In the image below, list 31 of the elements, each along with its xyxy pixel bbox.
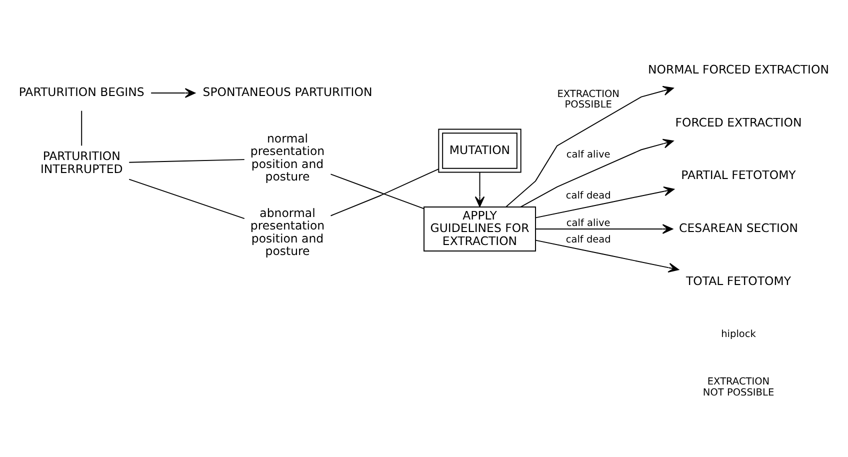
- arrow: [150, 88, 196, 98]
- node-text: normal presentation position and posture: [250, 131, 325, 184]
- connector: [128, 158, 245, 162]
- edge-label: calf dead: [566, 234, 611, 246]
- edge-label: calf alive: [566, 218, 610, 229]
- arrow: [535, 186, 674, 218]
- arrow: [474, 171, 485, 207]
- node-text: TOTAL FETOTOMY: [686, 273, 792, 288]
- arrow: [535, 239, 679, 272]
- node-text: SPONTANEOUS PARTURITION: [202, 84, 372, 99]
- label: EXTRACTION NOT POSSIBLE: [702, 376, 774, 398]
- label: hiplock: [721, 328, 756, 340]
- connector: [330, 168, 440, 216]
- node-text: PARTURITION INTERRUPTED: [40, 148, 123, 176]
- arrow: [506, 85, 674, 207]
- edge-label: EXTRACTION POSSIBLE: [557, 88, 620, 110]
- node-text: NORMAL FORCED EXTRACTION: [648, 62, 830, 76]
- node-text: CESAREAN SECTION: [679, 220, 798, 235]
- edge-label: calf alive: [566, 149, 610, 160]
- node-box: MUTATION: [438, 128, 522, 172]
- edge-label: calf dead: [566, 190, 611, 202]
- node-text: PARTIAL FETOTOMY: [681, 168, 796, 182]
- connector: [81, 110, 82, 146]
- node-text: FORCED EXTRACTION: [675, 114, 802, 129]
- connector: [128, 178, 245, 219]
- arrow: [535, 224, 674, 234]
- arrow: [520, 138, 674, 207]
- node-box: APPLY GUIDELINES FOR EXTRACTION: [424, 206, 536, 251]
- node-text: PARTURITION BEGINS: [18, 84, 144, 99]
- node-text: abnormal presentation position and posture: [250, 205, 325, 258]
- connector: [330, 173, 424, 209]
